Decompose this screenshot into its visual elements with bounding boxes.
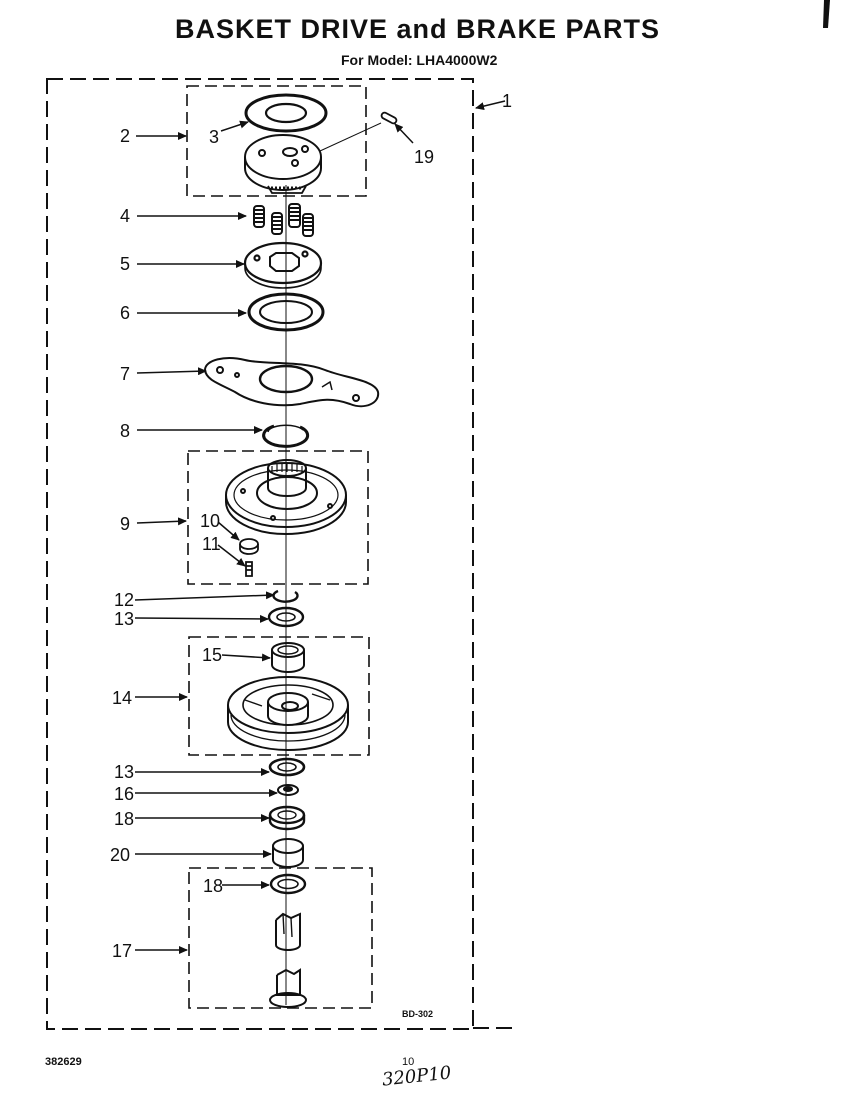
scan-mark [823, 0, 830, 28]
callout-17: 17 [112, 941, 132, 961]
callout-12: 12 [114, 590, 134, 610]
callout-2: 2 [120, 126, 130, 146]
callout-9: 9 [120, 514, 130, 534]
callout-labels: 1 2 3 19 4 5 6 7 8 9 10 11 12 13 15 14 1… [110, 91, 512, 961]
callout-7: 7 [120, 364, 130, 384]
page-title: BASKET DRIVE and BRAKE PARTS [175, 14, 661, 44]
model-subtitle: For Model: LHA4000W2 [341, 52, 498, 68]
part-17-shaft-assembly [269, 912, 307, 1008]
document-number: 382629 [45, 1056, 82, 1068]
part-10-11-fasteners [239, 538, 259, 577]
part-7-bracket [203, 357, 380, 408]
page-number: 10 [402, 1056, 415, 1068]
subassembly-box-17 [188, 867, 373, 1009]
leader-arrows [134, 100, 506, 954]
subassembly-box-14 [188, 636, 370, 756]
part-18-bearing-upper [268, 805, 306, 831]
part-16-seal [277, 784, 299, 796]
part-13-washer-upper [267, 606, 305, 628]
callout-13-lower: 13 [114, 762, 134, 782]
callout-19: 19 [414, 147, 434, 167]
subassembly-box-2 [186, 85, 367, 197]
callout-18-lower: 18 [203, 876, 223, 896]
callout-4: 4 [120, 206, 130, 226]
part-4-springs [253, 203, 314, 237]
callout-11: 11 [202, 534, 221, 554]
part-15-bearing [271, 642, 305, 673]
callout-1: 1 [502, 91, 512, 111]
assembly-outline [46, 78, 474, 1030]
part-9-brake-hub [225, 459, 347, 535]
callout-13-upper: 13 [114, 609, 134, 629]
part-19-pin [319, 111, 398, 152]
part-14-pulley [227, 676, 349, 751]
callout-8: 8 [120, 421, 130, 441]
callout-16: 16 [114, 784, 134, 804]
part-6-brake-ring [247, 292, 325, 332]
callout-18-upper: 18 [114, 809, 134, 829]
callout-5: 5 [120, 254, 130, 274]
subassembly-box-9 [187, 450, 369, 585]
callout-15: 15 [202, 645, 222, 665]
callout-20: 20 [110, 845, 130, 865]
part-20-bushing [272, 838, 304, 868]
part-13-washer-lower [268, 757, 306, 777]
callout-3: 3 [209, 127, 219, 147]
diagram-code: BD-302 [402, 1009, 433, 1019]
callout-10: 10 [200, 511, 220, 531]
callout-6: 6 [120, 303, 130, 323]
callout-14: 14 [112, 688, 132, 708]
part-3-washer [244, 93, 328, 133]
part-8-snap-ring [262, 424, 310, 448]
part-5-cam-plate [243, 241, 323, 289]
part-2-cam-plate [244, 134, 322, 194]
part-18-bearing-lower [269, 873, 307, 895]
